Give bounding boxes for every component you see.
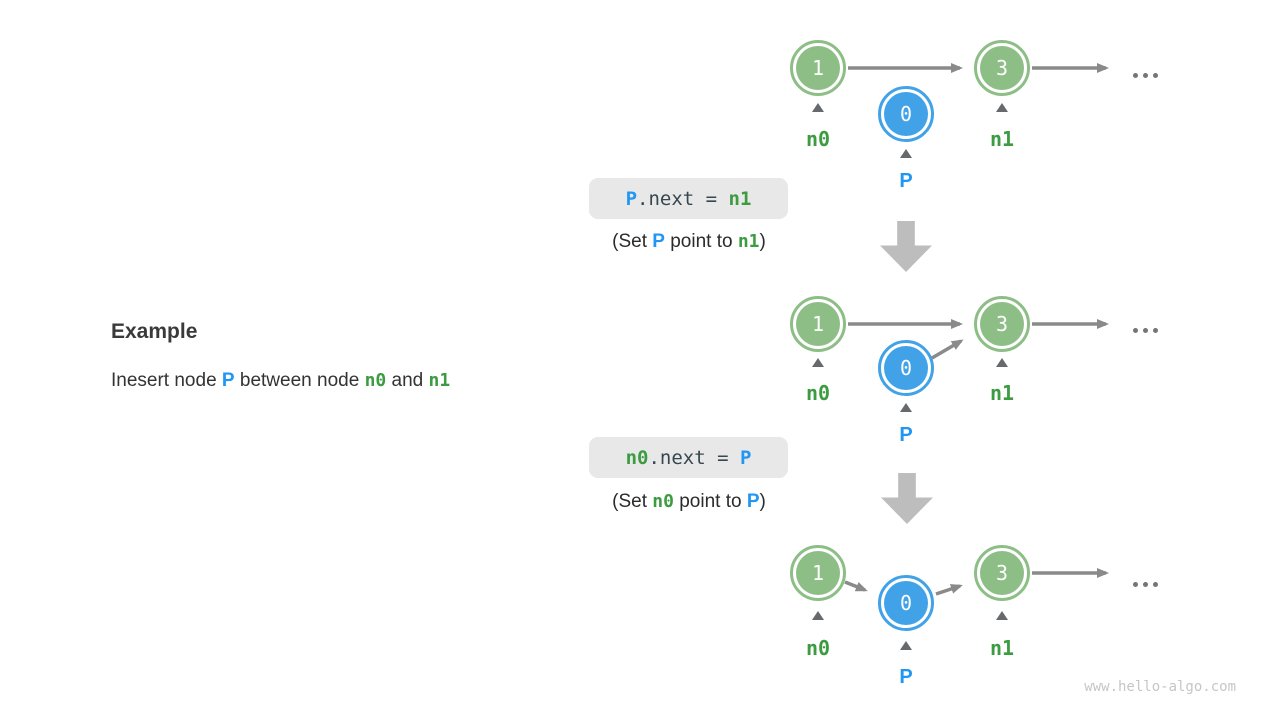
ellipsis-icon	[1133, 73, 1158, 78]
node-value: 1	[796, 302, 840, 346]
node-p-stage2: 0	[878, 340, 934, 396]
node-n0-stage3: 1	[790, 545, 846, 601]
node-n1-stage2: 3	[974, 296, 1030, 352]
pointer-p-ref: P	[221, 370, 235, 391]
label-p: P	[899, 424, 913, 446]
pointer-n0-ref: n0	[364, 370, 387, 391]
node-value: 0	[884, 581, 928, 625]
caption-text: )	[759, 491, 766, 512]
code-box-step1: P.next = n1	[589, 178, 788, 219]
label-p: P	[899, 170, 913, 192]
body-text: and	[386, 370, 429, 391]
node-value: 0	[884, 92, 928, 136]
code-token: .next =	[648, 446, 740, 469]
caption-step2: (Set n0 point to P)	[570, 491, 808, 513]
up-caret-icon	[900, 641, 912, 650]
code-box-step2: n0.next = P	[589, 437, 788, 478]
label-n0: n0	[805, 636, 831, 660]
node-value: 3	[980, 302, 1024, 346]
node-n1-stage3: 3	[974, 545, 1030, 601]
label-n1: n1	[989, 636, 1015, 660]
ellipsis-icon	[1133, 328, 1158, 333]
label-n0: n0	[805, 381, 831, 405]
node-value: 1	[796, 46, 840, 90]
body-text: Inesert node	[111, 370, 222, 391]
caption-text: point to	[673, 491, 747, 512]
caption-text: (Set	[612, 231, 653, 252]
up-caret-icon	[996, 611, 1008, 620]
example-heading: Example	[111, 320, 198, 343]
caption-token: P	[746, 491, 760, 512]
up-caret-icon	[812, 611, 824, 620]
example-body: Inesert node P between node n0 and n1	[111, 370, 450, 392]
ellipsis-icon	[1133, 582, 1158, 587]
node-n1-stage1: 3	[974, 40, 1030, 96]
node-value: 3	[980, 46, 1024, 90]
code-token: n0	[625, 446, 649, 469]
node-n0-stage1: 1	[790, 40, 846, 96]
label-n1: n1	[989, 127, 1015, 151]
up-caret-icon	[900, 149, 912, 158]
node-n0-stage2: 1	[790, 296, 846, 352]
node-value: 0	[884, 346, 928, 390]
caption-token: n0	[652, 491, 674, 512]
pointer-n1-ref: n1	[428, 370, 451, 391]
label-n0: n0	[805, 127, 831, 151]
caption-step1: (Set P point to n1)	[570, 231, 808, 253]
code-token: .next =	[637, 187, 729, 210]
up-caret-icon	[996, 358, 1008, 367]
up-caret-icon	[812, 358, 824, 367]
node-p-stage1: 0	[878, 86, 934, 142]
caption-text: )	[759, 231, 766, 252]
caption-token: n1	[737, 231, 760, 252]
up-caret-icon	[900, 403, 912, 412]
caption-text: (Set	[612, 491, 653, 512]
node-p-stage3: 0	[878, 575, 934, 631]
caption-token: P	[652, 231, 665, 252]
caption-text: point to	[664, 231, 738, 252]
code-token: n1	[728, 187, 752, 210]
body-text: between node	[234, 370, 365, 391]
node-value: 3	[980, 551, 1024, 595]
label-p: P	[899, 666, 913, 688]
watermark: www.hello-algo.com	[1084, 679, 1236, 695]
node-value: 1	[796, 551, 840, 595]
up-caret-icon	[812, 103, 824, 112]
code-token: P	[625, 187, 638, 210]
code-token: P	[739, 446, 752, 469]
label-n1: n1	[989, 381, 1015, 405]
up-caret-icon	[996, 103, 1008, 112]
